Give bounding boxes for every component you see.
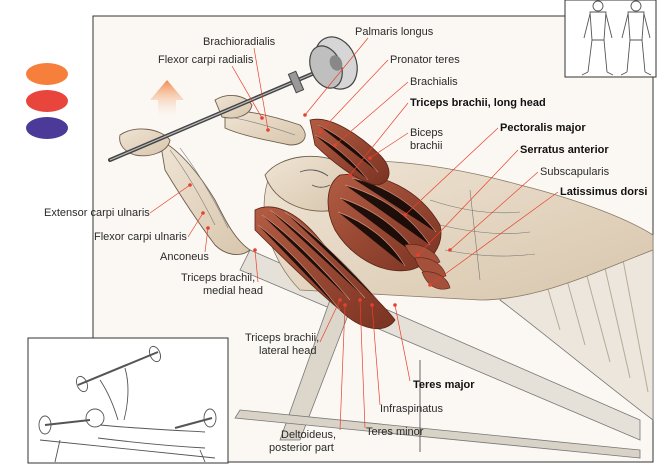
label-flexor-carpi-ulnaris: Flexor carpi ulnaris [94, 231, 187, 243]
biceps-muscle [309, 118, 390, 186]
label-pectoralis-major: Pectoralis major [500, 122, 586, 134]
label-pronator-teres: Pronator teres [390, 54, 460, 66]
forearm-right [224, 109, 306, 146]
barbell [108, 36, 358, 162]
inset-figures-panel [564, 0, 657, 78]
label-teres-minor: Teres minor [366, 426, 424, 438]
label-biceps-line1: Biceps [410, 127, 444, 139]
label-palmaris-longus: Palmaris longus [355, 26, 434, 38]
upward-arrow-icon [150, 80, 184, 122]
leader-lines [149, 37, 559, 431]
exercise-sketch [38, 345, 217, 463]
legend-orange-blob [26, 63, 68, 85]
label-serratus-anterior: Serratus anterior [520, 144, 609, 156]
label-infraspinatus: Infraspinatus [380, 403, 443, 415]
label-subscapularis: Subscapularis [540, 166, 610, 178]
label-extensor-carpi-ulnaris: Extensor carpi ulnaris [44, 207, 150, 219]
legend-red-blob [26, 90, 68, 112]
label-biceps-line2: brachii [410, 140, 442, 152]
label-deltoideus-line2: posterior part [269, 442, 334, 454]
front-figure-sketch [581, 0, 614, 76]
label-triceps-long-head: Triceps brachii, long head [410, 97, 546, 109]
label-anconeus: Anconeus [160, 251, 209, 263]
label-latissimus-dorsi: Latissimus dorsi [560, 186, 647, 198]
label-brachialis: Brachialis [410, 76, 458, 88]
label-brachioradialis: Brachioradialis [203, 36, 276, 48]
legend-purple-blob [26, 117, 68, 139]
label-triceps-lateral-line1: Triceps brachii, [245, 332, 319, 344]
inset-exercise-panel [27, 337, 229, 464]
label-triceps-medial-line1: Triceps brachii, [181, 272, 255, 284]
label-deltoideus-line1: Deltoideus, [281, 429, 336, 441]
label-triceps-medial-line2: medial head [203, 285, 263, 297]
label-triceps-lateral-line2: lateral head [259, 345, 317, 357]
label-flexor-carpi-radialis: Flexor carpi radialis [158, 54, 254, 66]
back-figure-sketch [620, 0, 652, 76]
label-teres-major: Teres major [413, 379, 475, 391]
forearm-left [159, 139, 251, 256]
